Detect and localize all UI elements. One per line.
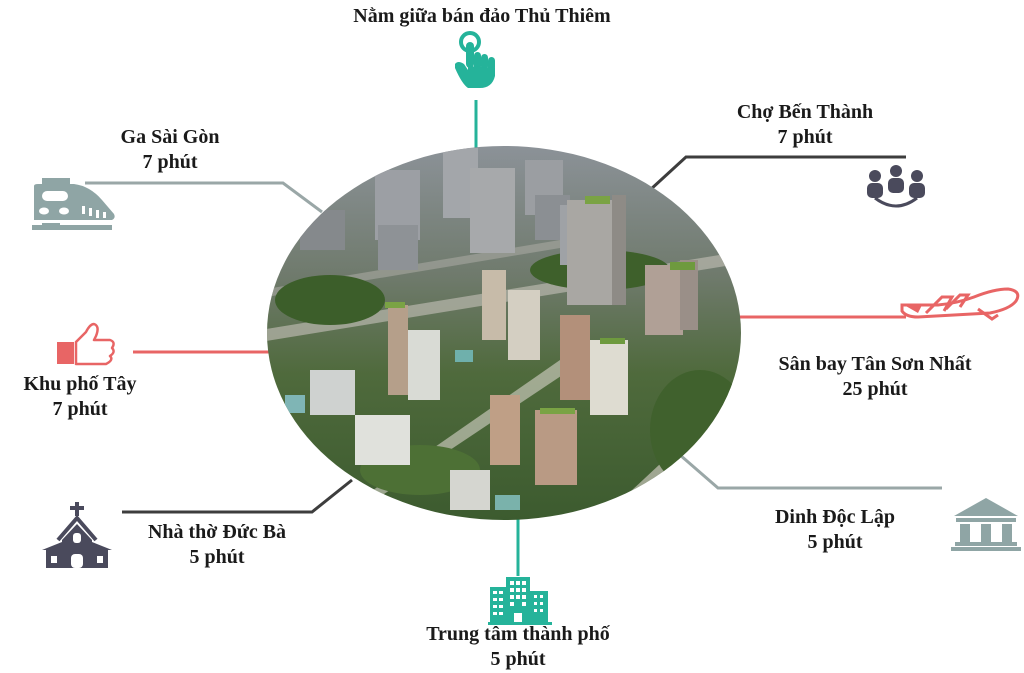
government-building-icon xyxy=(950,496,1022,552)
location-san-bay: Sân bay Tân Sơn Nhất 25 phút xyxy=(740,352,1010,402)
location-name: Nhà thờ Đức Bà xyxy=(147,521,287,543)
travel-time: 5 phút xyxy=(807,531,863,553)
travel-time: 5 phút xyxy=(189,546,245,568)
travel-time: 7 phút xyxy=(777,126,833,148)
travel-time: 7 phút xyxy=(52,398,108,420)
location-name: Dinh Độc Lập xyxy=(774,506,896,528)
travel-time: 5 phút xyxy=(490,648,546,670)
aerial-city-image xyxy=(267,146,741,520)
location-cho-ben-thanh: Chợ Bến Thành 7 phút xyxy=(690,100,920,150)
pointing-hand-icon xyxy=(452,30,502,90)
location-ga-sai-gon: Ga Sài Gòn 7 phút xyxy=(80,125,260,175)
office-buildings-icon xyxy=(488,575,552,625)
location-trung-tam: Trung tâm thành phố 5 phút xyxy=(388,622,648,672)
location-name: Sân bay Tân Sơn Nhất xyxy=(778,353,972,375)
church-icon xyxy=(40,500,120,570)
travel-time: 25 phút xyxy=(842,378,908,400)
location-name: Nằm giữa bán đảo Thủ Thiêm xyxy=(353,5,611,27)
location-khu-pho-tay: Khu phố Tây 7 phút xyxy=(0,372,160,422)
thumbs-up-icon xyxy=(56,322,118,366)
train-icon xyxy=(30,178,118,236)
location-name: Trung tâm thành phố xyxy=(426,623,610,645)
location-name: Ga Sài Gòn xyxy=(120,126,220,148)
travel-time: 7 phút xyxy=(142,151,198,173)
location-top: Nằm giữa bán đảo Thủ Thiêm xyxy=(282,4,682,29)
airplane-icon xyxy=(898,283,1024,327)
location-name: Khu phố Tây xyxy=(23,373,137,395)
people-group-icon xyxy=(865,164,927,208)
location-nha-tho: Nhà thờ Đức Bà 5 phút xyxy=(112,520,322,570)
location-dinh-doc-lap: Dinh Độc Lập 5 phút xyxy=(740,505,930,555)
location-name: Chợ Bến Thành xyxy=(736,101,874,123)
